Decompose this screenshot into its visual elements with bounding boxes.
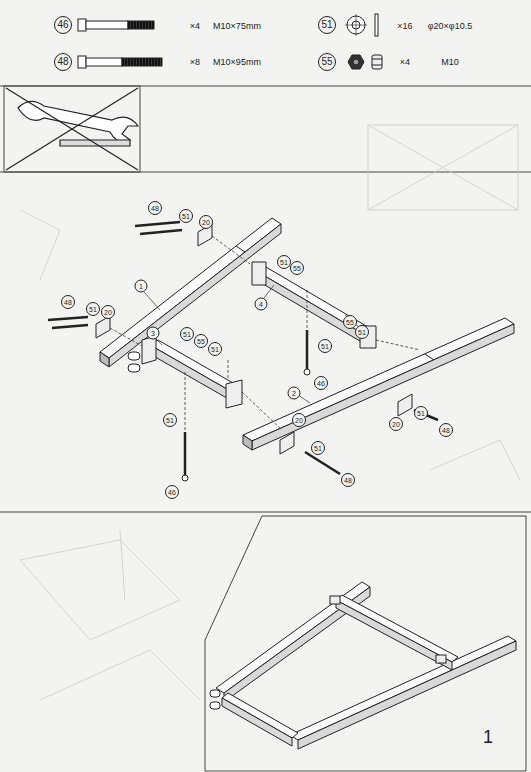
spec-text: M10×75mm [213,22,261,31]
spec-text: ×8 [190,58,200,67]
callout-number: 51 [179,209,193,223]
spec-text: ×16 [397,22,412,31]
callout-number: 51 [311,441,325,455]
callout-number: 4 [255,298,268,311]
callout-number: 20 [292,413,306,427]
callout-number: 46 [165,485,179,499]
page-number: 1 [483,728,493,746]
callout-number: 55 [318,53,336,71]
page-frame [0,86,531,771]
leader-lines [144,285,310,403]
callout-number: 51 [277,255,291,269]
callout-number: 55 [194,334,208,348]
exploded-frame [48,218,514,481]
callout-number: 20 [199,215,213,229]
callout-number: 51 [414,406,428,420]
tool-icons [6,88,138,170]
spec-text: ×4 [190,22,200,31]
callout-number: 55 [343,315,357,329]
callout-number: 48 [341,473,355,487]
callout-number: 1 [135,280,148,293]
callout-number: 51 [86,302,100,316]
callout-number: 51 [208,342,222,356]
callout-number: 51 [318,339,332,353]
callout-number: 51 [180,327,194,341]
spec-text: ×4 [400,58,410,67]
spec-text: M10×95mm [213,58,261,67]
callout-number: 48 [148,201,162,215]
callout-number: 55 [290,261,304,275]
callout-number: 51 [318,16,336,34]
spec-text: φ20×φ10.5 [428,22,472,31]
callout-number: 46 [314,376,328,390]
callout-number: 48 [61,295,75,309]
callout-number: 51 [163,413,177,427]
callout-number: 20 [389,417,403,431]
callout-number: 3 [147,327,160,340]
callout-number: 51 [355,325,369,339]
alignment-lines [110,236,420,432]
callout-number: 48 [54,53,72,71]
callout-number: 20 [101,305,115,319]
spec-text: M10 [441,58,459,67]
parts-list-icons [78,14,382,69]
callout-number: 46 [54,16,72,34]
assembled-frame [210,582,516,749]
ghost-print [20,125,520,700]
callout-number: 2 [288,387,301,400]
callout-number: 48 [439,423,453,437]
